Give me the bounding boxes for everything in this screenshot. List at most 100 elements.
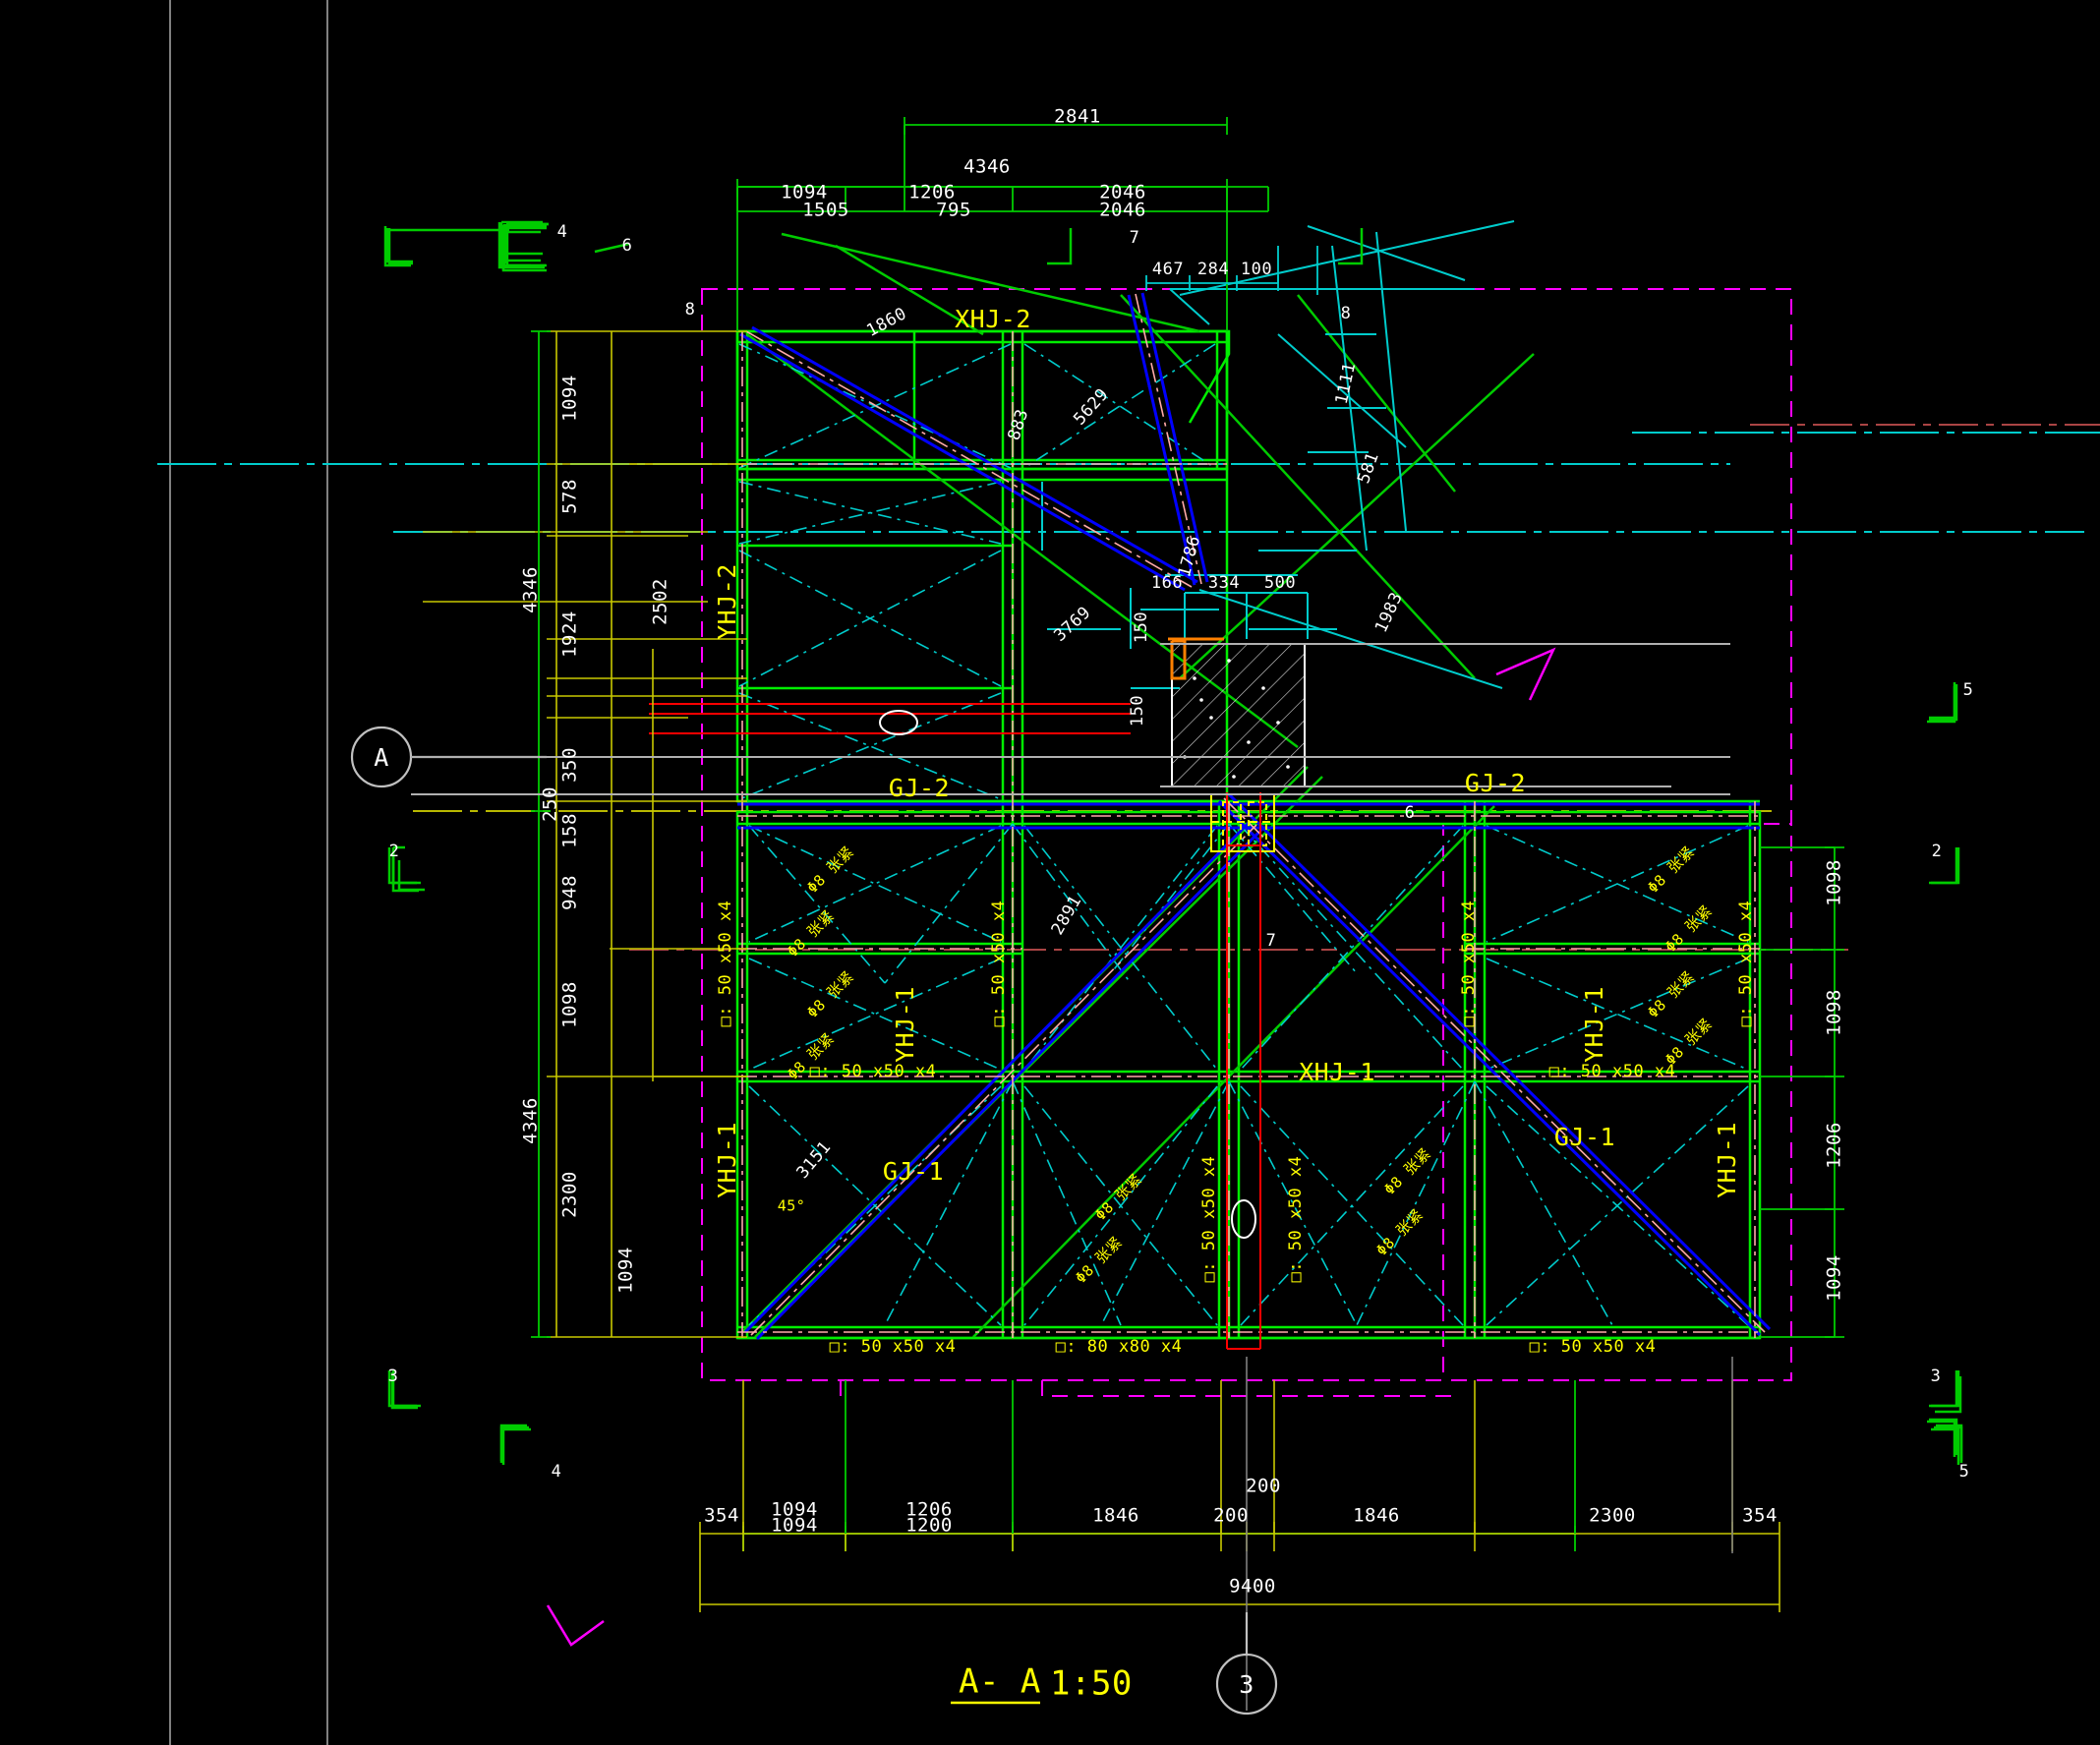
section-mark-5-right: 5 [1963,680,1974,700]
drawing-title-group: A- A 1:50 [951,1662,1133,1705]
centerline-axes [157,432,2100,533]
grid-bubble-A-label: A [374,743,389,772]
section-mark-6-mid: 6 [1405,803,1416,823]
dim-bottom-5: 1200 [905,1515,953,1537]
section-note-2: □: 50 x50 x4 [830,1337,957,1357]
dimension-lines-green [531,117,1844,1551]
section-note-9: □: 50 x50 x4 [1736,901,1756,1027]
dim-top-small-3: 100 [1241,260,1272,279]
label-YHJ-1-far-right: YHJ-1 [1713,1122,1741,1198]
dim-left-chain-10: 1094 [615,1247,637,1294]
grid-bubble-3-label: 3 [1239,1670,1254,1699]
right-dimension-labels: 1098 1098 1206 1094 [1824,859,1845,1302]
inline-dim-12: 581 [1354,449,1383,486]
brace-note-6: Φ8 张紧 [1072,1233,1126,1287]
inline-dim-11: 1111 [1332,361,1360,406]
label-GJ-1-right: GJ-1 [1554,1123,1615,1151]
section-note-8: □: 50 x50 x4 [1459,901,1479,1027]
label-YHJ-2: YHJ-2 [713,563,741,640]
dim-bottom-overall: 9400 [1229,1576,1276,1598]
dim-left-inner-1: 2502 [650,578,671,625]
dim-bottom-8: 200 [1246,1476,1281,1497]
section-mark-numbers: 4 6 8 7 8 2 2 5 6 7 3 3 4 5 [388,222,1974,1482]
section-mark-3-left: 3 [388,1367,399,1386]
left-dimension-labels: 4346 4346 1094 578 1924 350 250 158 948 … [520,375,671,1294]
grid-bubble-3[interactable]: 3 [1215,1612,1278,1716]
dim-right-4: 1094 [1824,1254,1845,1302]
dim-bottom-7: 200 [1213,1505,1249,1527]
inline-dim-2: 883 [1005,407,1033,443]
section-note-4: □: 50 x50 x4 [1530,1337,1657,1357]
dim-top-chain-lower-3: 2046 [1099,200,1146,221]
dim-left-outer-2: 4346 [520,1097,542,1144]
dim-top-second: 4346 [963,156,1011,178]
inline-dim-6: 150 [1132,611,1151,643]
dim-right-2: 1098 [1824,989,1845,1036]
hole-markers [879,710,1256,1239]
top-small-dim-rail [1145,246,1318,295]
red-guidelines [649,703,1261,1350]
truss-frame-green [735,329,1762,1340]
detail-leader-lines [1041,220,1515,689]
dim-bottom-1: 354 [704,1505,739,1527]
sheet-border-lines [169,0,328,1745]
section-note-group: □: 50 x50 x4 □: 50 x50 x4 □: 80 x80 x4 □… [716,901,1756,1357]
label-YHJ-1-far-left: YHJ-1 [713,1122,741,1198]
brace-note-12: Φ8 张紧 [1662,1015,1716,1069]
member-centerlines [737,293,1766,1338]
dim-top-chain-2: 1206 [908,182,956,204]
label-YHJ-1-left: YHJ-1 [891,986,919,1063]
inline-dim-4: 3769 [1050,603,1094,646]
dim-bottom-11: 354 [1742,1505,1778,1527]
dim-bottom-10: 2300 [1589,1505,1636,1527]
section-note-11: □: 50 x50 x4 [1286,1156,1306,1283]
inline-dim-3: 5629 [1070,384,1113,429]
dim-top-chain-lower-2: 795 [936,200,971,221]
concrete-support-block [1171,643,1306,787]
view-marker-brackets [383,222,547,892]
section-mark-2-right: 2 [1932,842,1943,861]
dim-top-chain-1: 1094 [781,182,828,204]
inline-dim-14: 2891 [1048,892,1086,938]
grid-A-extension [411,643,1730,795]
label-XHJ-2: XHJ-2 [955,305,1031,333]
brace-note-11: Φ8 张紧 [1644,967,1698,1021]
dim-left-chain-6: 158 [559,813,581,848]
brace-note-9: Φ8 张紧 [1644,843,1698,897]
section-brackets [391,226,547,885]
label-YHJ-1-right: YHJ-1 [1580,986,1608,1063]
section-mark-2-left: 2 [389,842,400,861]
dim-left-chain-4: 350 [559,747,581,783]
section-mark-4-top: 4 [557,222,568,242]
bottom-dimension-labels: 354 1094 1094 1206 1200 1846 200 200 184… [704,1476,1778,1598]
inline-dim-9: 334 [1208,573,1240,593]
section-mark-3-right: 3 [1931,1367,1942,1386]
dim-top-overall: 2841 [1054,106,1101,128]
inline-dim-1: 1860 [863,304,909,341]
section-mark-4-bottom: 4 [552,1462,562,1482]
dim-left-chain-5: 250 [540,786,561,822]
perimeter-corner-marks [391,226,1960,1465]
dim-bottom-6: 1846 [1092,1505,1139,1527]
dim-top-chain-3: 2046 [1099,182,1146,204]
section-mark-8-right: 8 [1341,304,1352,323]
drawing-scale: 1:50 [1050,1664,1133,1704]
label-XHJ-1: XHJ-1 [1299,1058,1375,1086]
section-note-10: □: 50 x50 x4 [1199,1156,1219,1283]
label-GJ-1-left: GJ-1 [883,1157,944,1186]
dim-top-small-1: 467 [1152,260,1184,279]
dim-bottom-3: 1094 [771,1515,818,1537]
inline-dim-10: 500 [1264,573,1296,593]
section-mark-7-top: 7 [1130,228,1140,248]
dimension-lines-yellow [423,330,747,1338]
dim-bottom-9: 1846 [1353,1505,1400,1527]
brace-note-8: Φ8 张紧 [1372,1205,1427,1259]
member-label-group: XHJ-2 YHJ-2 GJ-2 GJ-2 XHJ-1 GJ-1 GJ-1 YH… [713,305,1741,1198]
dim-left-chain-9: 2300 [559,1171,581,1218]
support-bracket-orange [1168,637,1224,680]
label-GJ-2-right: GJ-2 [1465,769,1526,797]
section-note-5: □: 50 x50 x4 [1549,1062,1676,1081]
label-GJ-2-left: GJ-2 [889,774,950,802]
